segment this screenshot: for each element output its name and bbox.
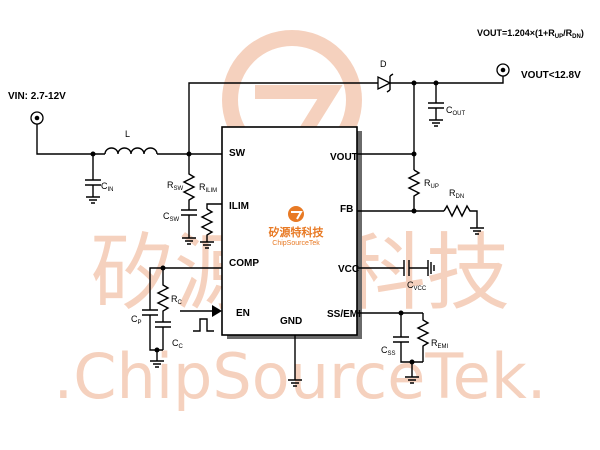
cc-label: CC	[172, 338, 184, 350]
vin-terminal	[30, 111, 44, 125]
junction	[411, 208, 417, 214]
resistor-remi	[416, 313, 430, 362]
comp-wire	[149, 267, 222, 310]
rc-label: RC	[171, 294, 183, 306]
capacitor-csw	[181, 209, 197, 245]
css-label: CSS	[381, 345, 396, 357]
ground-ic	[288, 335, 302, 387]
resistor-rilim	[200, 208, 214, 249]
en-pulse-icon	[193, 318, 214, 332]
watermark-en: .ChipSourceTek.	[54, 340, 547, 413]
en-arrow-icon	[180, 305, 222, 317]
pin-gnd: GND	[280, 316, 302, 327]
cout-label: COUT	[446, 105, 466, 117]
remi-label: REMI	[431, 338, 449, 350]
pin-ilim: ILIM	[229, 201, 249, 212]
pin-vout: VOUT	[330, 152, 358, 163]
ground-ss	[405, 362, 419, 384]
capacitor-cvcc	[403, 260, 435, 276]
resistor-rup	[407, 169, 421, 211]
pin-fb: FB	[340, 204, 353, 215]
rup-label: RUP	[424, 178, 439, 190]
inductor-label: L	[125, 129, 130, 139]
pin-sw: SW	[229, 148, 246, 159]
vin-wire	[36, 124, 105, 155]
sw-to-diode-wire	[188, 82, 378, 154]
resistor-rdn	[443, 204, 484, 235]
capacitor-cout	[428, 83, 444, 127]
junction	[411, 151, 417, 157]
rsw-label: RSW	[167, 180, 184, 192]
inductor-l	[104, 147, 158, 155]
vout-wire	[390, 76, 504, 84]
pin-ss-emi: SS/EMI	[327, 309, 361, 320]
cin-label: CIN	[101, 181, 114, 193]
chip-logo: 矽源特科技 ChipSourceTek	[269, 206, 325, 247]
resistor-rsw	[182, 154, 196, 210]
ic-body	[221, 126, 358, 336]
rilim-label: RILIM	[199, 182, 217, 194]
ground-comp	[150, 350, 164, 368]
diode-label: D	[380, 59, 387, 69]
capacitor-cin	[85, 154, 101, 204]
resistor-rc	[156, 268, 170, 322]
pin-en: EN	[236, 308, 250, 319]
vout-formula: VOUT=1.204×(1+RUP/RDN)	[477, 28, 584, 40]
cvcc-label: CVCC	[407, 280, 427, 292]
vout-max-label: VOUT<12.8V	[521, 70, 581, 81]
csw-label: CSW	[163, 211, 180, 223]
chip-logo-icon	[288, 206, 304, 222]
ilim-wire	[206, 203, 222, 209]
diode-d	[377, 73, 394, 93]
chip-logo-en: ChipSourceTek	[272, 240, 320, 247]
rdn-label: RDN	[449, 188, 464, 200]
vout-sense-wire	[357, 83, 415, 170]
capacitor-cc	[155, 321, 171, 350]
pin-vcc: VCC	[338, 264, 359, 275]
capacitor-css	[393, 313, 423, 363]
pin-comp: COMP	[229, 258, 259, 269]
vin-label: VIN: 2.7-12V	[8, 91, 66, 102]
vout-terminal	[496, 63, 510, 77]
cp-label: CP	[131, 314, 142, 326]
chip-logo-cn: 矽源特科技	[269, 225, 325, 239]
